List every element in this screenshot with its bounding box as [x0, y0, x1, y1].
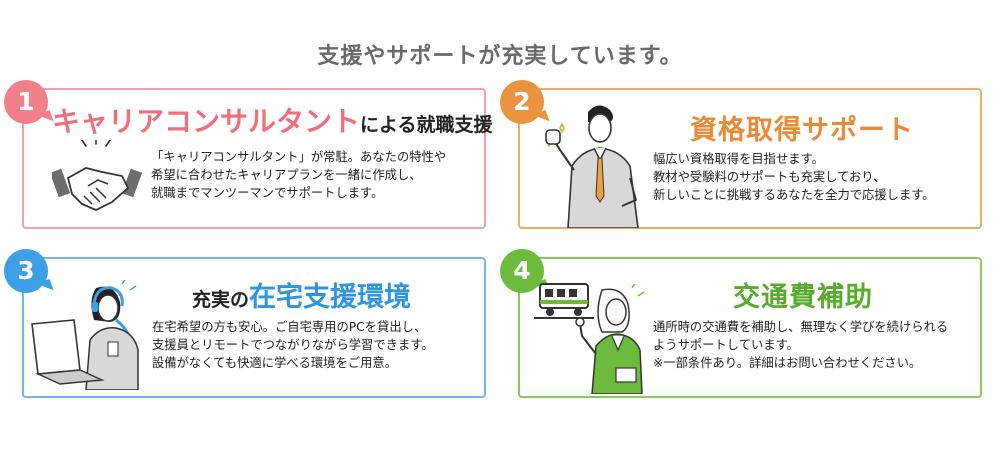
card-2-title: 資格取得サポート	[690, 115, 914, 146]
card-3-line: 支援員とリモートでつながりながら学習できます。	[152, 338, 434, 352]
card-4-line: 通所時の交通費を補助し、無理なく学びを続けられる	[653, 320, 949, 334]
card-3-line: 在宅希望の方も安心。ご自宅専用のPCを貸出し、	[152, 320, 427, 334]
train-icon	[534, 283, 594, 319]
card-4-body: 通所時の交通費を補助し、無理なく学びを続けられる ようサポートしています。 ※一…	[653, 318, 948, 372]
card-3-title-accent: 在宅支援環境	[249, 282, 412, 313]
number-badge-2: 2	[500, 80, 544, 124]
card-3-line: 設備がなくても快適に学べる環境をご用意。	[152, 356, 397, 370]
page-headline: 支援やサポートが充実しています。	[317, 44, 683, 69]
woman-icon	[575, 284, 645, 394]
card-2-line: 教材や受験料のサポートも充実しており、	[653, 170, 886, 184]
card-4-line: ようサポートしています。	[653, 338, 799, 352]
card-3-title: 充実の在宅支援環境	[192, 275, 411, 314]
card-3-body: 在宅希望の方も安心。ご自宅専用のPCを貸出し、 支援員とリモートでつながりながら…	[152, 318, 434, 372]
card-2-line: 幅広い資格取得を目指せます。	[653, 152, 824, 166]
card-4-title: 交通費補助	[733, 282, 873, 313]
card-2-body: 幅広い資格取得を目指せます。 教材や受験料のサポートも充実しており、 新しいこと…	[653, 150, 935, 204]
card-1-line: 就職までマンツーマンでサポートします。	[151, 186, 384, 200]
card-1-body: 「キャリアコンサルタント」が常駐。あなたの特性や 希望に合わせたキャリアプランを…	[151, 148, 446, 202]
card-2-line: 新しいことに挑戦するあなたを全力で応援します。	[653, 188, 935, 202]
card-1-line: 希望に合わせたキャリアプランを一緒に作成し、	[151, 168, 422, 182]
card-1-line: 「キャリアコンサルタント」が常駐。あなたの特性や	[151, 150, 447, 164]
headset-worker-icon	[31, 280, 139, 390]
card-1-title-accent: キャリアコンサルタント	[52, 105, 361, 138]
card-4-line: ※一部条件あり。詳細はお問い合わせください。	[653, 356, 922, 370]
number-badge-1: 1	[4, 80, 48, 124]
handshake-icon	[52, 140, 142, 211]
number-badge-4: 4	[500, 249, 544, 293]
card-1-title-rest: による就職支援	[360, 114, 493, 136]
card-3-title-rest: 充実の	[192, 289, 250, 311]
number-badge-3: 3	[4, 249, 48, 293]
card-1-title: キャリアコンサルタントによる就職支援	[52, 100, 492, 140]
businessman-icon	[545, 105, 639, 228]
